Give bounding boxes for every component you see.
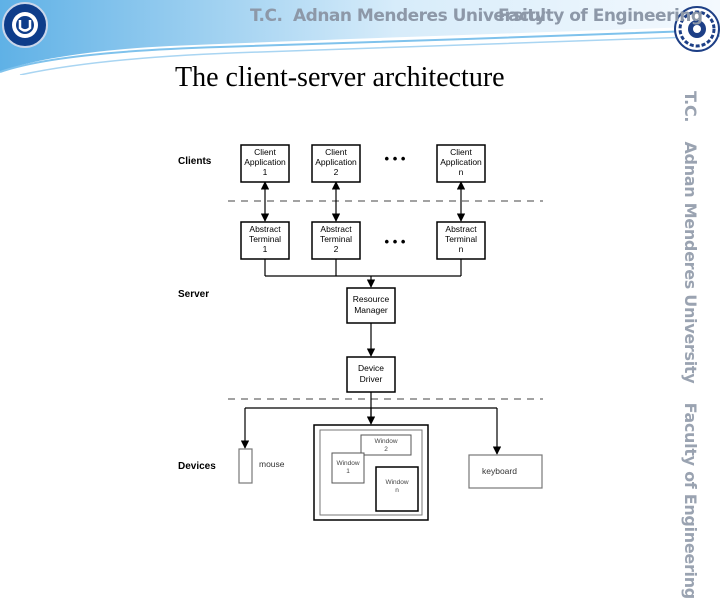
resource-manager: Resource Manager xyxy=(346,287,396,324)
terminal2-line2: Terminal xyxy=(320,234,352,244)
terminal1-line3: 1 xyxy=(263,244,268,254)
window1-line2: 1 xyxy=(346,468,350,475)
university-logo xyxy=(2,2,48,48)
faculty-seal-icon xyxy=(678,10,716,48)
header-swoosh xyxy=(0,0,720,75)
appn-line3: n xyxy=(459,167,464,177)
layer-dividers xyxy=(228,200,543,400)
slide-title: The client-server architecture xyxy=(175,62,505,93)
window2-line1: Window xyxy=(374,438,397,445)
window-n: Window n xyxy=(375,466,419,512)
terminal2-line3: 2 xyxy=(334,244,339,254)
faculty-logo xyxy=(674,6,720,52)
window2-line2: 2 xyxy=(384,446,388,453)
app1-line3: 1 xyxy=(263,167,268,177)
header-university: Adnan Menderes University xyxy=(293,6,546,26)
app1-line1: Client xyxy=(254,147,276,157)
app2-line2: Application xyxy=(315,157,357,167)
clients-ellipsis: • • • xyxy=(385,151,406,166)
terminals-ellipsis: • • • xyxy=(385,234,406,249)
mouse-label: mouse xyxy=(259,459,285,469)
terminal1-line1: Abstract xyxy=(249,224,281,234)
header-faculty: Faculty of Engineering xyxy=(498,6,703,26)
window1-line1: Window xyxy=(336,460,359,467)
windown-line1: Window xyxy=(385,479,408,486)
client-server-diagram: Clients Server Devices Client Applicatio… xyxy=(178,144,543,521)
device-driver-line1: Device xyxy=(358,363,384,373)
client-application-1: Client Application 1 xyxy=(240,144,290,183)
abstract-terminal-2: Abstract Terminal 2 xyxy=(311,221,361,260)
terminal1-line2: Terminal xyxy=(249,234,281,244)
app2-line1: Client xyxy=(325,147,347,157)
mouse-icon xyxy=(238,448,253,484)
terminaln-line2: Terminal xyxy=(445,234,477,244)
client-application-2: Client Application 2 xyxy=(311,144,361,183)
keyboard-label: keyboard xyxy=(482,466,517,476)
header-banner: T.C. Adnan Menderes University Faculty o… xyxy=(0,0,720,75)
terminaln-line1: Abstract xyxy=(445,224,477,234)
layer-label-server: Server xyxy=(178,289,209,300)
abstract-terminal-1: Abstract Terminal 1 xyxy=(240,221,290,260)
windown-line2: n xyxy=(395,487,399,494)
window-2: Window 2 xyxy=(360,434,412,456)
client-application-n: Client Application n xyxy=(436,144,486,183)
app1-line2: Application xyxy=(244,157,286,167)
layer-label-devices: Devices xyxy=(178,461,216,472)
university-seal-icon xyxy=(12,12,38,38)
device-driver: Device Driver xyxy=(346,356,396,393)
keyboard-icon xyxy=(468,454,543,489)
appn-line1: Client xyxy=(450,147,472,157)
layer-label-clients: Clients xyxy=(178,156,212,167)
display-device: Window 2 Window 1 Window n xyxy=(313,424,429,521)
resource-manager-line2: Manager xyxy=(354,305,388,315)
mouse-device: mouse xyxy=(238,448,285,484)
appn-line2: Application xyxy=(440,157,482,167)
keyboard-device: keyboard xyxy=(468,454,543,489)
terminal2-line1: Abstract xyxy=(320,224,352,234)
terminaln-line3: n xyxy=(459,244,464,254)
window-1: Window 1 xyxy=(331,452,365,484)
abstract-terminal-n: Abstract Terminal n xyxy=(436,221,486,260)
header-institution: T.C. xyxy=(250,6,283,26)
resource-manager-line1: Resource xyxy=(353,294,390,304)
app2-line3: 2 xyxy=(334,167,339,177)
device-driver-line2: Driver xyxy=(360,374,383,384)
